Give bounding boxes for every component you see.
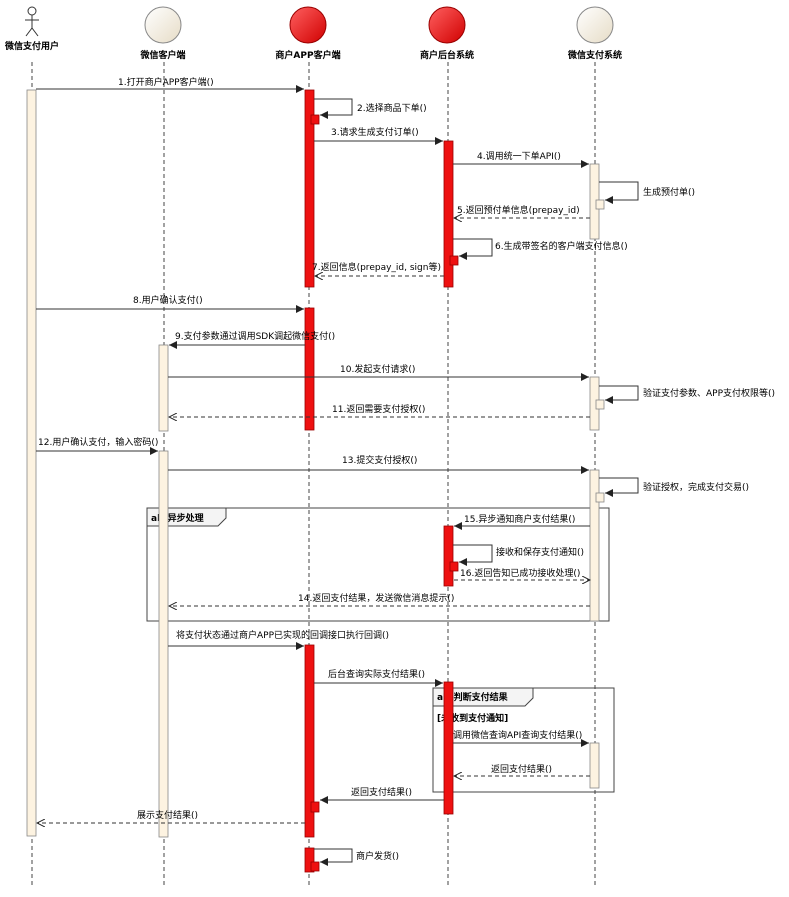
activation-bar	[304, 307, 315, 431]
message-8: 8.用户确认支付()	[36, 294, 304, 313]
message-4: 4.调用统一下单API()	[453, 150, 589, 168]
message-receive-notify: 接收和保存支付通知()	[453, 544, 584, 566]
activation-bar	[158, 344, 169, 432]
message-label: 调用微信查询API查询支付结果()	[453, 729, 582, 741]
participant-name: 微信客户端	[139, 49, 185, 61]
message-16: 16.返回告知已成功接收处理()	[454, 567, 590, 580]
message-label: 13.提交支付授权()	[342, 454, 417, 466]
actor-icon	[25, 6, 39, 37]
message-11: 11.返回需要支付授权()	[169, 403, 590, 417]
activation-bar	[310, 861, 320, 872]
activation-bar	[589, 469, 600, 622]
participant-name: 商户APP客户端	[275, 49, 340, 61]
participant-wxpay: 微信支付系统	[567, 6, 622, 61]
message-query-return: 返回支付结果()	[454, 763, 590, 776]
message-9: 9.支付参数通过调用SDK调起微信支付()	[169, 330, 335, 349]
message-label: 商户发货()	[356, 850, 399, 862]
message-label: 3.请求生成支付订单()	[331, 126, 419, 138]
message-label: 9.支付参数通过调用SDK调起微信支付()	[175, 330, 335, 342]
message-label: 7.返回信息(prepay_id, sign等)	[312, 261, 441, 273]
activation-bar	[595, 399, 605, 410]
participant-name: 微信支付系统	[567, 49, 622, 61]
boundary-head-icon	[144, 6, 182, 44]
boundary-head-icon	[428, 6, 466, 44]
message-15: 15.异步通知商户支付结果()	[454, 513, 590, 530]
message-13: 13.提交支付授权()	[168, 454, 589, 474]
participant-name: 商户后台系统	[420, 49, 474, 61]
message-label: 16.返回告知已成功接收处理()	[460, 567, 580, 579]
participant-name: 微信支付用户	[4, 40, 59, 52]
activation-bar	[449, 561, 459, 572]
participant-app: 商户APP客户端	[275, 6, 341, 61]
activation-bar	[449, 255, 459, 266]
message-2: 2.选择商品下单()	[314, 98, 427, 119]
message-12: 12.用户确认支付，输入密码()	[36, 436, 158, 455]
message-label: 4.调用统一下单API()	[477, 150, 561, 162]
message-3: 3.请求生成支付订单()	[314, 126, 443, 145]
message-label: 6.生成带签名的客户端支付信息()	[495, 240, 628, 252]
message-7: 7.返回信息(prepay_id, sign等)	[312, 261, 444, 276]
activation-bar	[310, 801, 320, 813]
activation-bar	[443, 525, 454, 587]
message-label: 后台查询实际支付结果()	[328, 668, 425, 680]
boundary-head-icon	[576, 6, 614, 44]
message-backend-return: 返回支付结果()	[320, 786, 444, 804]
activation-bar	[304, 644, 315, 838]
fragment-label: alt 判断支付结果	[437, 691, 509, 703]
activation-bar	[310, 114, 320, 125]
message-label: 生成预付单()	[643, 186, 695, 198]
activation-bar	[443, 681, 454, 815]
fragment-judge: alt 判断支付结果 [未收到支付通知]	[432, 687, 615, 793]
message-label: 12.用户确认支付，输入密码()	[38, 436, 158, 448]
message-label: 10.发起支付请求()	[340, 363, 415, 375]
activation-bar	[595, 492, 605, 503]
message-label: 1.打开商户APP客户端()	[118, 76, 214, 88]
message-generate-prepay: 生成预付单()	[599, 181, 695, 204]
message-6: 6.生成带签名的客户端支付信息()	[453, 238, 628, 260]
fragment-guard: [未收到支付通知]	[437, 712, 508, 724]
boundary-head-icon	[289, 6, 327, 44]
message-ship: 商户发货()	[314, 848, 399, 866]
message-label: 11.返回需要支付授权()	[332, 403, 425, 415]
message-label: 展示支付结果()	[137, 809, 198, 821]
message-label: 返回支付结果()	[491, 763, 552, 775]
activation-bar	[26, 89, 37, 837]
message-label: 14.返回支付结果，发送微信消息提示()	[298, 592, 454, 604]
activation-bar	[158, 450, 169, 838]
message-label: 2.选择商品下单()	[357, 102, 427, 114]
message-label: 将支付状态通过商户APP已实现的回调接口执行回调()	[176, 629, 389, 641]
message-query-api: 调用微信查询API查询支付结果()	[453, 729, 589, 747]
participant-backend: 商户后台系统	[420, 6, 474, 61]
message-label: 15.异步通知商户支付结果()	[464, 513, 575, 525]
participant-user: 微信支付用户	[4, 6, 59, 52]
message-14: 14.返回支付结果，发送微信消息提示()	[169, 592, 590, 606]
message-label: 5.返回预付单信息(prepay_id)	[457, 204, 580, 216]
activation-bar	[304, 89, 315, 288]
activation-bar	[304, 847, 315, 873]
activations	[26, 89, 605, 873]
participant-wxclient: 微信客户端	[139, 6, 186, 61]
message-verify-params: 验证支付参数、APP支付权限等()	[599, 385, 775, 404]
message-backend-query: 后台查询实际支付结果()	[314, 668, 443, 687]
message-5: 5.返回预付单信息(prepay_id)	[454, 204, 590, 218]
message-label: 接收和保存支付通知()	[496, 546, 584, 558]
activation-bar	[595, 199, 605, 210]
message-1: 1.打开商户APP客户端()	[36, 76, 304, 93]
activation-bar	[589, 742, 600, 789]
message-verify-auth: 验证授权，完成支付交易()	[599, 477, 749, 497]
message-10: 10.发起支付请求()	[168, 363, 589, 381]
message-label: 8.用户确认支付()	[133, 294, 203, 306]
message-label: 验证授权，完成支付交易()	[643, 481, 749, 493]
message-show-result: 展示支付结果()	[37, 809, 305, 823]
message-callback: 将支付状态通过商户APP已实现的回调接口执行回调()	[168, 629, 389, 650]
message-label: 返回支付结果()	[351, 786, 412, 798]
message-label: 验证支付参数、APP支付权限等()	[643, 387, 775, 399]
